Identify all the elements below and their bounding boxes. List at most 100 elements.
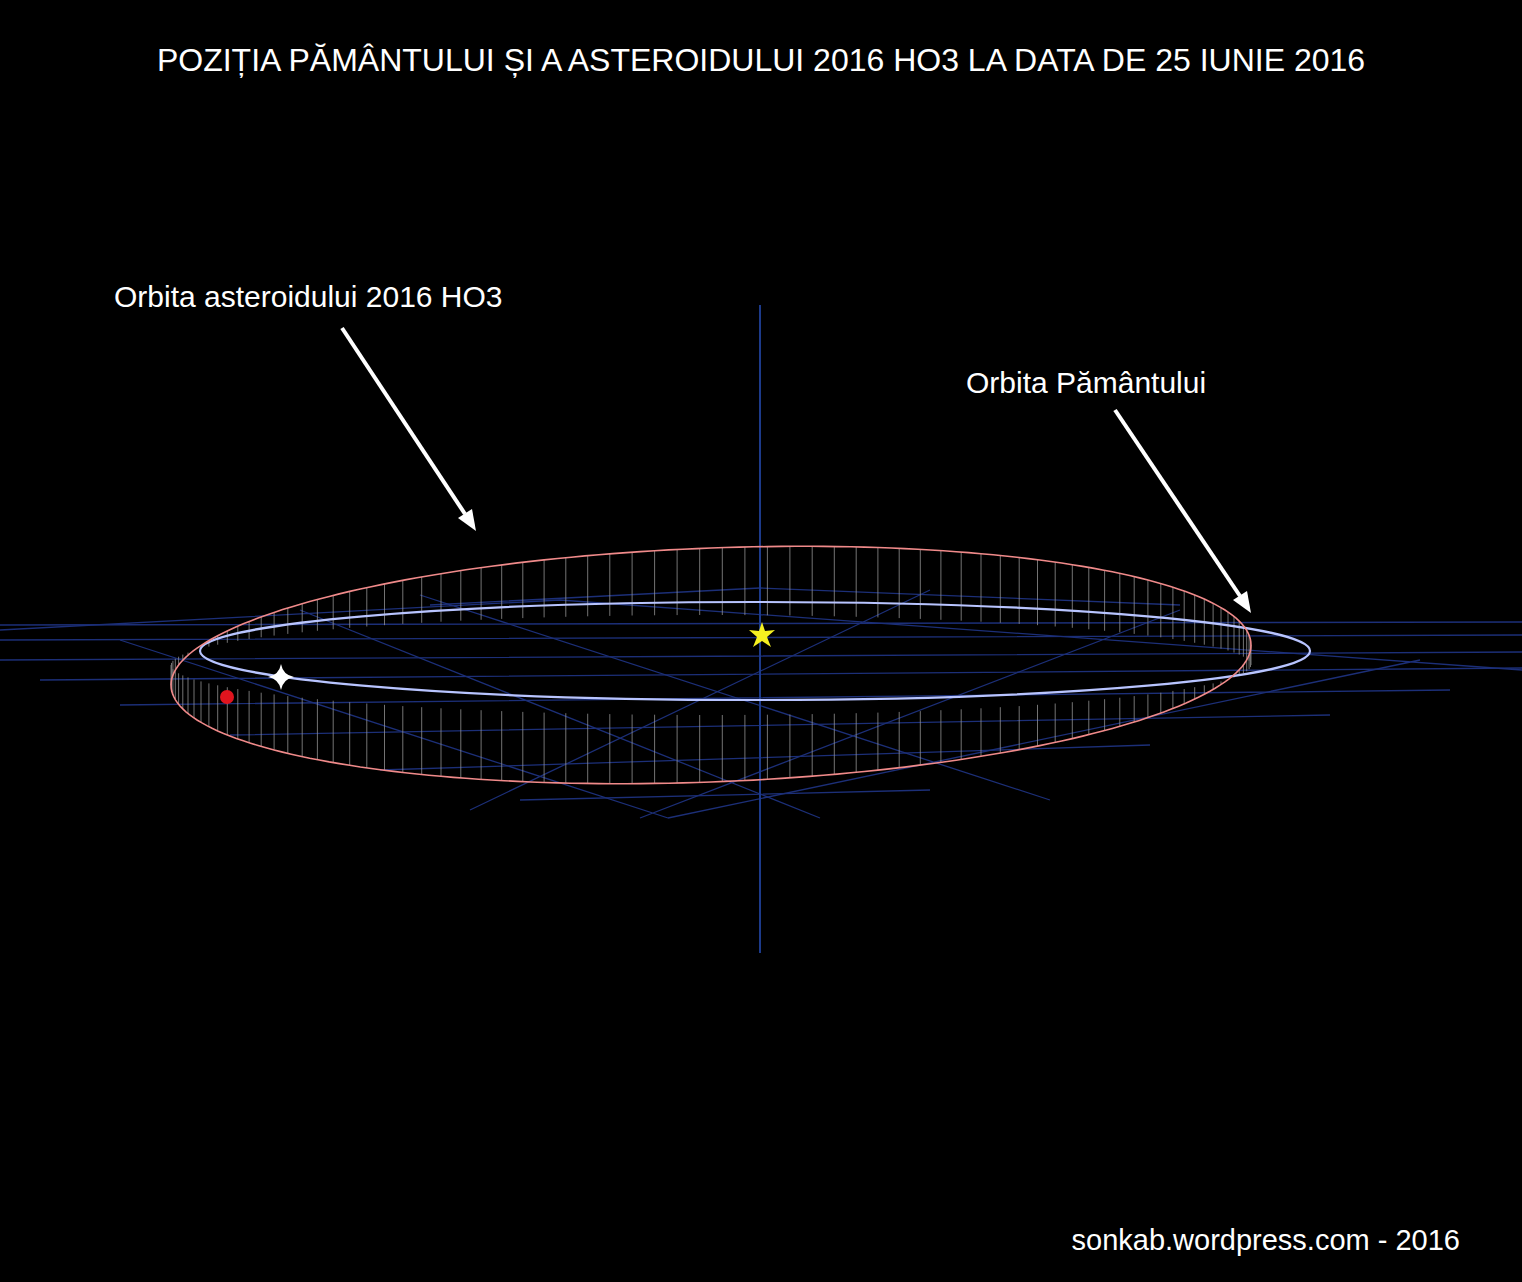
height-line: [182, 675, 183, 709]
height-line: [178, 673, 179, 704]
height-line: [201, 681, 202, 722]
height-line: [565, 713, 566, 783]
height-line: [1160, 584, 1161, 638]
height-line: [402, 580, 403, 624]
height-line: [1172, 691, 1173, 709]
height-line: [421, 577, 422, 623]
height-line: [1184, 689, 1185, 704]
height-line: [402, 706, 403, 772]
height-line: [217, 685, 218, 731]
height-line: [1037, 560, 1038, 626]
height-line: [460, 709, 461, 778]
height-line: [349, 591, 350, 627]
height-line: [767, 715, 768, 780]
height-line: [609, 714, 610, 784]
height-line: [856, 713, 857, 772]
height-line: [1134, 696, 1135, 722]
height-line: [677, 550, 678, 616]
height-line: [274, 612, 275, 635]
height-line: [175, 671, 176, 699]
height-line: [1000, 556, 1001, 623]
height-line: [940, 710, 941, 762]
height-line: [1184, 591, 1185, 641]
height-lines: [171, 546, 1251, 783]
height-line: [317, 600, 318, 631]
height-line: [481, 710, 482, 779]
height-line: [522, 562, 523, 618]
height-line: [481, 568, 482, 620]
height-line: [1246, 631, 1247, 659]
height-line: [384, 705, 385, 771]
height-line: [333, 595, 334, 629]
height-line: [722, 548, 723, 615]
height-line: [1134, 577, 1135, 634]
height-line: [1088, 567, 1089, 629]
height-line: [217, 636, 218, 645]
height-line: [767, 547, 768, 616]
height-line: [587, 714, 588, 784]
height-line: [261, 693, 262, 747]
asteroid-orbit: [171, 546, 1251, 783]
height-line: [302, 604, 303, 633]
height-line: [940, 551, 941, 620]
orbit-label: Orbita asteroidului 2016 HO3: [114, 280, 503, 314]
height-line: [544, 560, 545, 618]
height-line: [1221, 608, 1222, 649]
height-line: [1147, 694, 1148, 717]
height-line: [302, 698, 303, 757]
height-line: [632, 552, 633, 615]
height-line: [699, 715, 700, 782]
height-line: [441, 574, 442, 622]
height-line: [812, 546, 813, 616]
height-line: [699, 548, 700, 615]
height-line: [1194, 595, 1195, 643]
height-line: [1072, 702, 1073, 738]
height-line: [654, 551, 655, 616]
height-line: [1228, 612, 1229, 651]
height-line: [501, 565, 502, 619]
height-line: [920, 549, 921, 619]
height-line: [287, 608, 288, 634]
height-line: [1037, 705, 1038, 746]
sun-symbol: [749, 622, 775, 647]
height-line: [1055, 704, 1056, 743]
height-line: [961, 552, 962, 621]
height-line: [1104, 570, 1105, 631]
height-line: [654, 715, 655, 784]
height-line: [961, 709, 962, 759]
height-line: [834, 547, 835, 617]
height-line: [188, 677, 189, 713]
height-line: [899, 548, 900, 618]
height-line: [1055, 562, 1056, 626]
height-line: [1194, 687, 1195, 699]
height-line: [834, 714, 835, 775]
height-line: [237, 689, 238, 739]
height-line: [1234, 617, 1235, 653]
height-line: [1019, 706, 1020, 750]
height-line: [899, 712, 900, 768]
height-line: [1072, 565, 1073, 628]
height-line: [522, 712, 523, 782]
height-line: [1019, 558, 1020, 624]
height-line: [609, 554, 610, 616]
height-line: [1243, 626, 1244, 657]
height-line: [1204, 685, 1205, 694]
height-line: [208, 683, 209, 726]
height-line: [1172, 587, 1173, 639]
height-line: [677, 715, 678, 783]
height-line: [544, 713, 545, 783]
height-line: [812, 714, 813, 776]
watermark: sonkab.wordpress.com - 2016: [1072, 1224, 1460, 1257]
height-line: [789, 546, 790, 615]
height-line: [632, 715, 633, 784]
height-line: [460, 571, 461, 621]
height-line: [856, 547, 857, 617]
height-line: [587, 556, 588, 617]
height-line: [384, 584, 385, 625]
height-line: [1088, 701, 1089, 735]
height-line: [722, 715, 723, 782]
height-line: [349, 702, 350, 765]
height-line: [501, 711, 502, 781]
height-line: [1104, 699, 1105, 730]
